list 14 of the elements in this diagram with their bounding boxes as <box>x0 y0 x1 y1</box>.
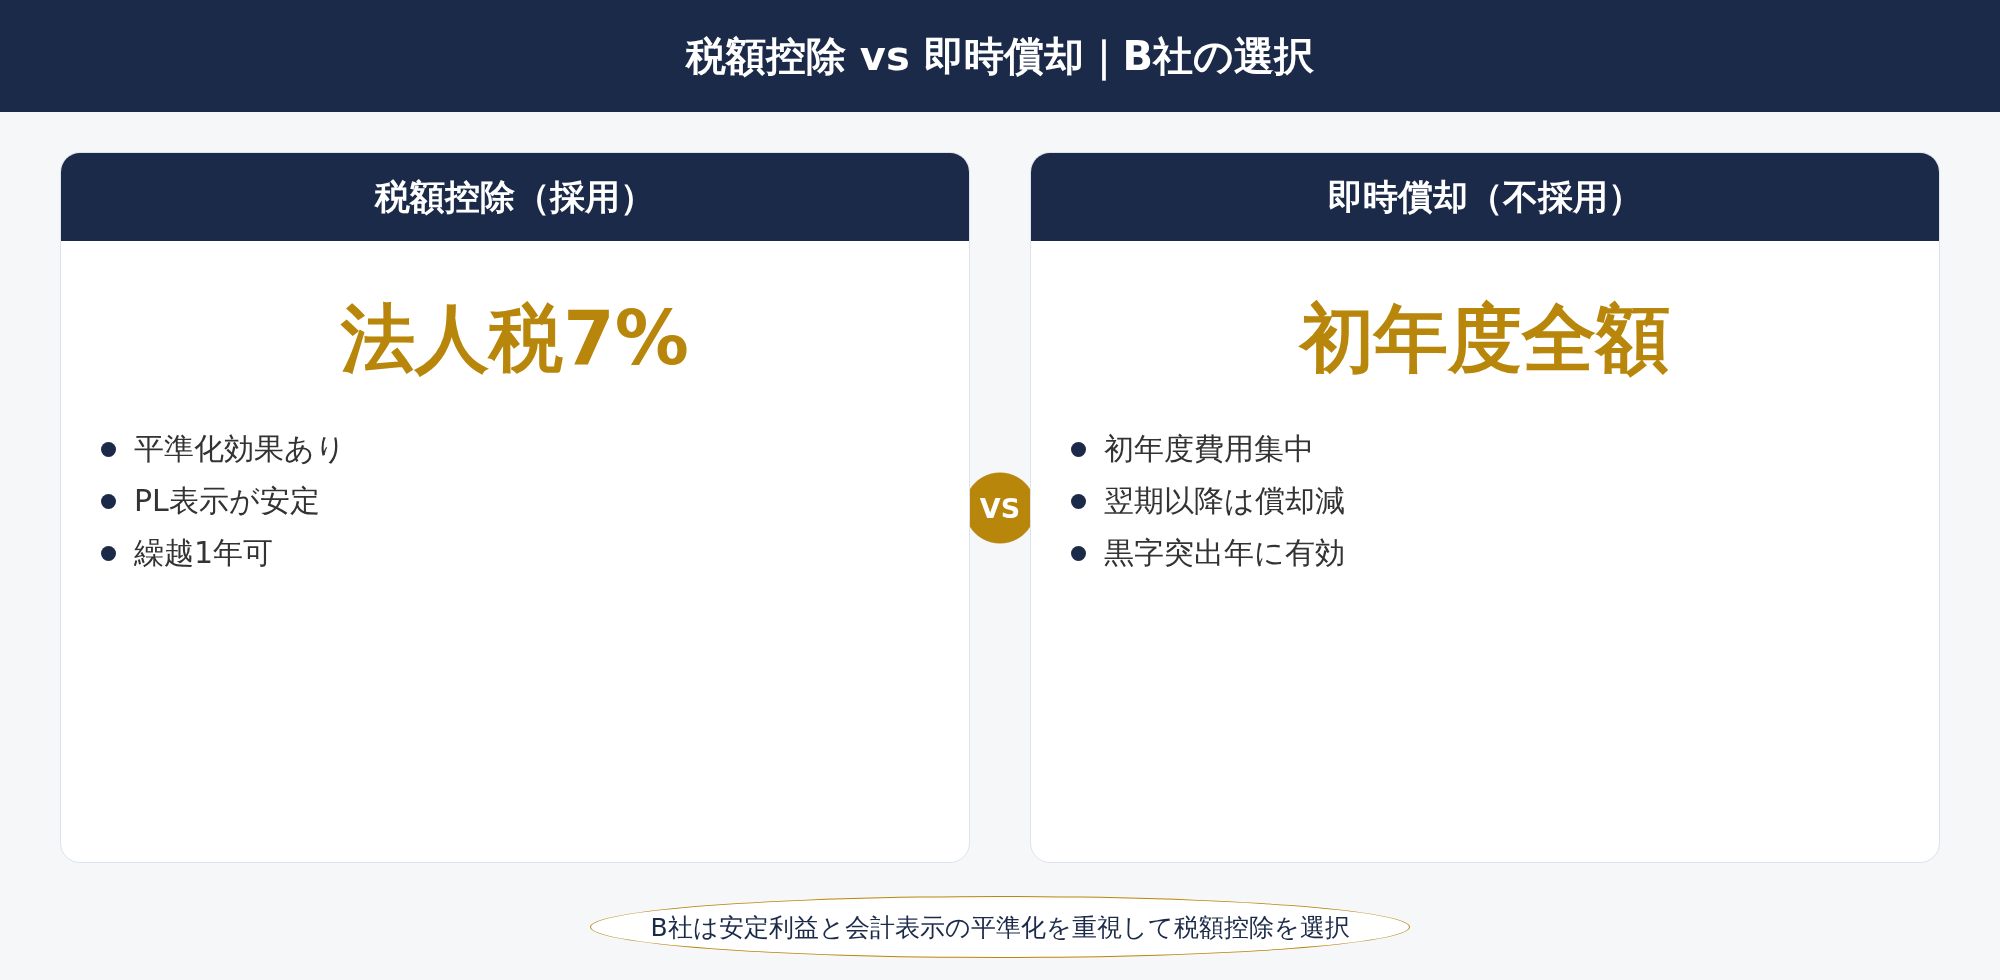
summary-oval: B社は安定利益と会計表示の平準化を重視して税額控除を選択 <box>590 896 1410 958</box>
bullet-text: 平準化効果あり <box>134 429 346 468</box>
card-header: 即時償却（不採用） <box>1031 153 1939 241</box>
comparison-card <box>1030 152 1940 863</box>
bullet-text: 初年度費用集中 <box>1104 429 1314 468</box>
highlight-value: 法人税7% <box>341 295 689 381</box>
highlight-value: 初年度全額 <box>1300 295 1670 381</box>
bullet-text: 翌期以降は償却減 <box>1104 481 1345 520</box>
bullet-text: PL表示が安定 <box>134 481 320 520</box>
bullet-text: 黒字突出年に有効 <box>1104 533 1345 572</box>
card-header: 税額控除（採用） <box>61 153 969 241</box>
title-bar: 税額控除 vs 即時償却｜B社の選択 <box>0 0 2000 112</box>
comparison-card <box>60 152 970 863</box>
bullet-text: 繰越1年可 <box>134 533 274 572</box>
